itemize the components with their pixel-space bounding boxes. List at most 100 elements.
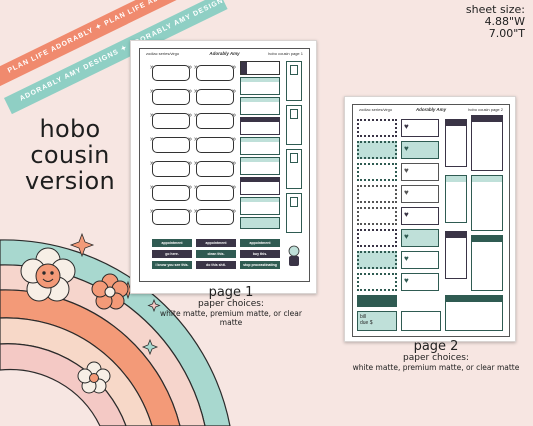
checklist-sticker	[471, 115, 503, 171]
deco-frame-sticker	[150, 64, 192, 81]
heart-box-sticker: ♥	[401, 185, 439, 203]
sheet-size-label: sheet size:	[465, 3, 525, 16]
tall-box-sticker	[286, 61, 302, 101]
heart-icon: ♥	[404, 188, 409, 197]
label-sticker: buy this.	[240, 250, 280, 258]
scallop-box-sticker	[357, 163, 397, 181]
sheet-1-brand: Adorably Amy	[209, 51, 240, 56]
heart-box-sticker: ♥	[401, 229, 439, 247]
page-1-paper-options: white matte, premium matte, or clear mat…	[160, 309, 302, 327]
sheet-2-title: hobo cousin page 2	[468, 107, 503, 112]
deco-frame-sticker	[150, 136, 192, 153]
heart-box-sticker: ♥	[401, 119, 439, 137]
bill-label: bill	[360, 314, 367, 320]
sheet-size-info: sheet size: 4.88"W 7.00"T	[466, 4, 525, 40]
scallop-box-sticker	[357, 273, 397, 291]
page-2-caption: page 2 paper choices: white matte, premi…	[350, 340, 522, 372]
sticker-sheet-page-1[interactable]: zodiac series/virgo Adorably Amy hobo co…	[130, 40, 317, 294]
label-sticker: appointment	[196, 239, 236, 247]
box-sticker	[445, 295, 503, 331]
box-sticker	[240, 137, 280, 155]
label-sticker: i know you see this.	[152, 261, 192, 269]
page-1-paper-heading: paper choices:	[198, 299, 264, 309]
heart-box-sticker: ♥	[401, 273, 439, 291]
title-line-2: cousin	[30, 141, 110, 169]
sheet-1-series: zodiac series/virgo	[146, 51, 180, 56]
heart-icon: ♥	[404, 210, 409, 219]
box-sticker	[240, 197, 280, 215]
label-sticker: appointment	[152, 239, 192, 247]
sticker-sheet-page-2[interactable]: zodiac series/virgo Adorably Amy hobo co…	[344, 96, 516, 342]
page-2-paper-options: white matte, premium matte, or clear mat…	[352, 363, 520, 372]
deco-frame-sticker	[194, 136, 236, 153]
label-sticker: do this shit.	[196, 261, 236, 269]
title-line-1: hobo	[39, 115, 101, 143]
bar-sticker	[357, 295, 397, 307]
heart-icon: ♥	[404, 144, 409, 153]
title-line-3: version	[24, 167, 115, 195]
sheet-1-title: hobo cousin page 1	[268, 51, 303, 56]
heart-box-sticker: ♥	[401, 141, 439, 159]
tall-box-sticker	[286, 149, 302, 189]
deco-frame-sticker	[150, 208, 192, 225]
page-1-label: page 1	[208, 285, 254, 300]
heart-icon: ♥	[404, 276, 409, 285]
deco-frame-sticker	[150, 184, 192, 201]
box-sticker	[240, 157, 280, 175]
page-2-label: page 2	[413, 339, 459, 354]
label-sticker: go here.	[152, 250, 192, 258]
box-sticker	[240, 117, 280, 135]
label-sticker: appointment	[240, 239, 280, 247]
checklist-sticker	[471, 235, 503, 291]
scallop-box-sticker	[357, 229, 397, 247]
deco-frame-sticker	[150, 88, 192, 105]
sheet-size-width: 4.88"W	[484, 15, 525, 28]
box-sticker	[240, 217, 280, 229]
bill-due-sticker: bill due $	[357, 311, 397, 331]
deco-frame-sticker	[194, 208, 236, 225]
due-label: due $	[360, 320, 373, 326]
deco-frame-sticker	[194, 160, 236, 177]
notepad-sticker	[445, 175, 467, 223]
product-version-title: hobo cousin version	[12, 116, 128, 194]
box-sticker	[240, 177, 280, 195]
deco-frame-sticker	[150, 160, 192, 177]
scallop-box-sticker	[357, 251, 397, 269]
deco-frame-sticker	[194, 184, 236, 201]
notepad-sticker	[445, 231, 467, 279]
sheet-1-border: zodiac series/virgo Adorably Amy hobo co…	[139, 48, 310, 282]
sheet-2-border: zodiac series/virgo Adorably Amy hobo co…	[352, 104, 510, 337]
deco-frame-sticker	[150, 112, 192, 129]
heart-icon: ♥	[404, 232, 409, 241]
heart-box-sticker: ♥	[401, 251, 439, 269]
sheet-2-brand: Adorably Amy	[415, 107, 447, 112]
heart-box-sticker: ♥	[401, 207, 439, 225]
box-sticker	[240, 77, 280, 95]
notepad-sticker	[445, 119, 467, 167]
box-sticker	[401, 311, 441, 331]
label-sticker: clean this.	[196, 250, 236, 258]
scallop-box-sticker	[357, 119, 397, 137]
deco-frame-sticker	[194, 112, 236, 129]
deco-frame-sticker	[194, 88, 236, 105]
tall-box-sticker	[286, 105, 302, 145]
scallop-box-sticker	[357, 141, 397, 159]
deco-frame-sticker	[194, 64, 236, 81]
checklist-sticker	[471, 175, 503, 231]
sheet-size-height: 7.00"T	[488, 27, 525, 40]
header-box-sticker	[240, 61, 280, 75]
page-1-caption: page 1 paper choices: white matte, premi…	[150, 286, 312, 327]
flower-icons	[20, 247, 129, 394]
heart-icon: ♥	[404, 254, 409, 263]
sheet-2-series: zodiac series/virgo	[359, 107, 393, 112]
label-sticker: stop procrastinating	[240, 261, 280, 269]
heart-box-sticker: ♥	[401, 163, 439, 181]
page-2-paper-heading: paper choices:	[403, 353, 469, 363]
scallop-box-sticker	[357, 207, 397, 225]
heart-icon: ♥	[404, 166, 409, 175]
heart-icon: ♥	[404, 122, 409, 131]
tall-box-sticker	[286, 193, 302, 233]
character-illustration	[286, 245, 302, 267]
box-sticker	[240, 97, 280, 115]
scallop-box-sticker	[357, 185, 397, 203]
